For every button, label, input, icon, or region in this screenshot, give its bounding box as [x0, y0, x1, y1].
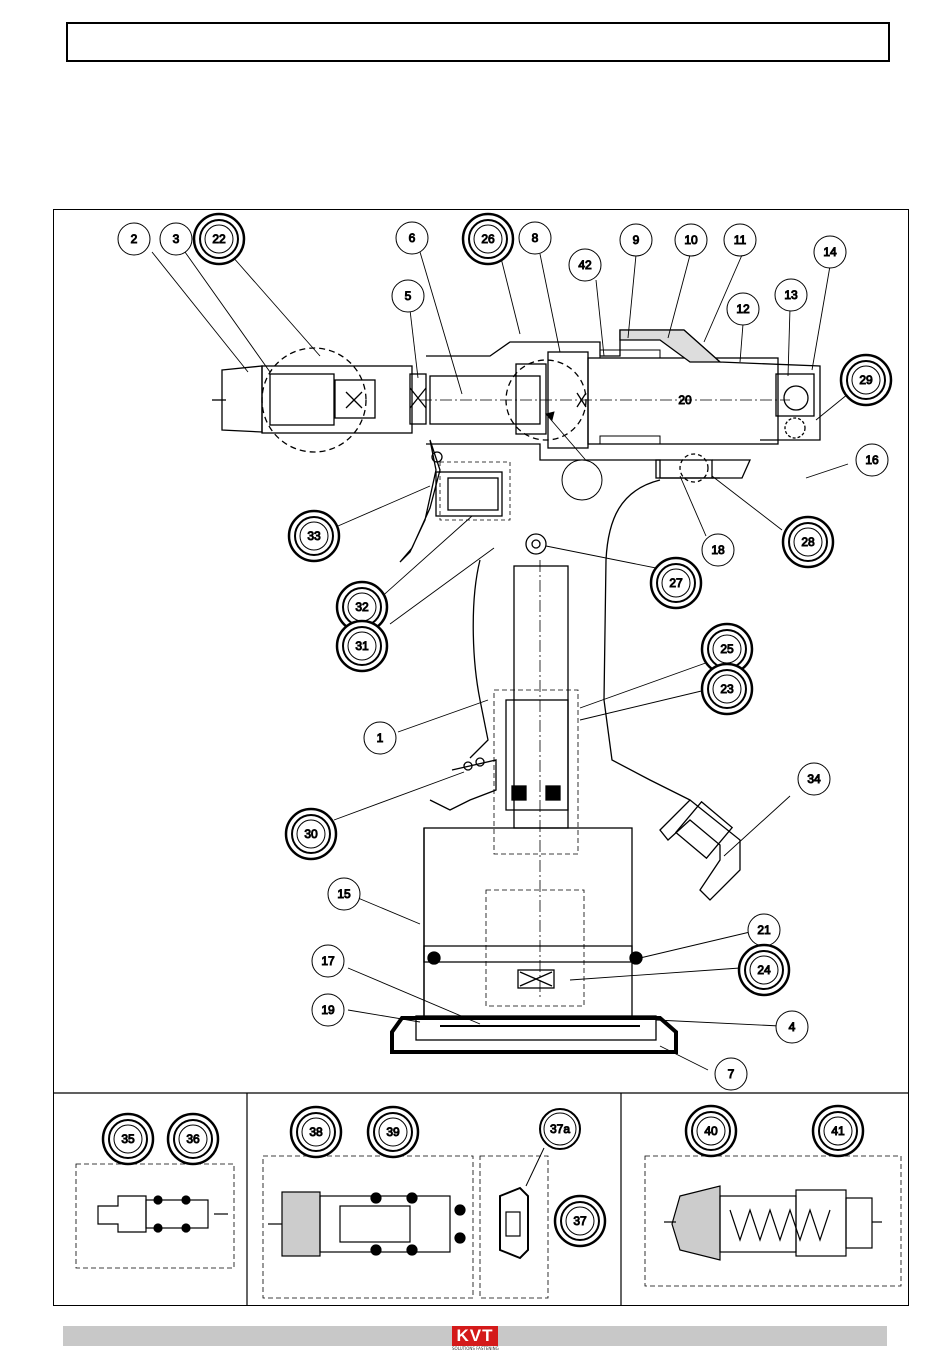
- kit-callout-36: 36: [168, 1114, 218, 1164]
- kit-callout-30: 30: [286, 809, 336, 859]
- svg-text:41: 41: [831, 1124, 845, 1138]
- svg-text:8: 8: [532, 231, 539, 245]
- kit-callout-37a: 37a: [540, 1109, 580, 1149]
- svg-text:2: 2: [131, 232, 138, 246]
- kit-callout-40: 40: [686, 1106, 736, 1156]
- kit-callout-28: 28: [783, 517, 833, 567]
- svg-text:27: 27: [669, 576, 683, 590]
- kit-callout-24: 24: [739, 945, 789, 995]
- callout-6: 6: [396, 222, 428, 254]
- callout-18: 18: [702, 534, 734, 566]
- logo-subtext: SOLUTIONS FASTENING: [452, 1346, 498, 1351]
- logo-text: KVT: [452, 1326, 498, 1346]
- callout-13: 13: [775, 279, 807, 311]
- callout-blank: [562, 460, 602, 500]
- svg-text:34: 34: [807, 772, 821, 786]
- svg-text:33: 33: [307, 529, 321, 543]
- kit-callout-31: 31: [337, 621, 387, 671]
- callout-1: 1: [364, 722, 396, 754]
- kvt-logo: KVT SOLUTIONS FASTENING: [452, 1326, 498, 1360]
- svg-text:15: 15: [337, 887, 351, 901]
- svg-text:39: 39: [386, 1125, 400, 1139]
- svg-text:12: 12: [736, 302, 750, 316]
- kit-callout-37: 37: [555, 1196, 605, 1246]
- svg-text:26: 26: [481, 232, 495, 246]
- callout-11: 11: [724, 224, 756, 256]
- kit-callout-22: 22: [194, 214, 244, 264]
- svg-text:35: 35: [121, 1132, 135, 1146]
- callout-42: 42: [569, 249, 601, 281]
- callout-21: 21: [748, 914, 780, 946]
- svg-text:37: 37: [573, 1214, 587, 1228]
- svg-text:18: 18: [711, 543, 725, 557]
- callout-19: 19: [312, 994, 344, 1026]
- svg-text:21: 21: [757, 923, 771, 937]
- svg-text:38: 38: [309, 1125, 323, 1139]
- callout-4: 4: [776, 1011, 808, 1043]
- svg-text:11: 11: [734, 233, 747, 247]
- svg-text:22: 22: [212, 232, 226, 246]
- panel-left-drawing: [76, 1164, 234, 1268]
- svg-text:32: 32: [355, 600, 369, 614]
- svg-text:23: 23: [720, 682, 734, 696]
- svg-text:6: 6: [409, 231, 416, 245]
- callout-8: 8: [519, 222, 551, 254]
- callout-34: 34: [798, 763, 830, 795]
- svg-text:16: 16: [865, 453, 879, 467]
- callout-20: 20: [667, 382, 703, 418]
- svg-text:14: 14: [823, 245, 837, 259]
- svg-text:7: 7: [728, 1067, 735, 1081]
- kit-callout-38: 38: [291, 1107, 341, 1157]
- svg-text:36: 36: [186, 1132, 200, 1146]
- svg-text:19: 19: [321, 1003, 335, 1017]
- kit-callout-33: 33: [289, 511, 339, 561]
- kit-callout-23: 23: [702, 664, 752, 714]
- panel-middle-drawing: [263, 1156, 548, 1298]
- svg-text:13: 13: [784, 288, 798, 302]
- callout-12: 12: [727, 293, 759, 325]
- svg-text:10: 10: [684, 233, 698, 247]
- callout-15: 15: [328, 878, 360, 910]
- kit-callout-29: 29: [841, 355, 891, 405]
- svg-text:3: 3: [173, 232, 180, 246]
- callout-16: 16: [856, 444, 888, 476]
- kit-callout-39: 39: [368, 1107, 418, 1157]
- callout-2: 2: [118, 223, 150, 255]
- svg-text:29: 29: [859, 373, 873, 387]
- callout-17: 17: [312, 945, 344, 977]
- callout-3: 3: [160, 223, 192, 255]
- svg-text:40: 40: [704, 1124, 718, 1138]
- svg-text:4: 4: [789, 1020, 796, 1034]
- svg-text:1: 1: [377, 731, 384, 745]
- callout-9: 9: [620, 224, 652, 256]
- svg-text:24: 24: [757, 963, 771, 977]
- callout-7: 7: [715, 1058, 747, 1090]
- panel-right-drawing: [645, 1156, 901, 1286]
- svg-text:5: 5: [405, 289, 412, 303]
- svg-text:9: 9: [633, 233, 640, 247]
- svg-text:30: 30: [304, 827, 318, 841]
- callout-5: 5: [392, 280, 424, 312]
- callout-10: 10: [675, 224, 707, 256]
- svg-text:42: 42: [578, 258, 592, 272]
- callout-14: 14: [814, 236, 846, 268]
- kit-callout-26: 26: [463, 214, 513, 264]
- kit-callout-27: 27: [651, 558, 701, 608]
- kit-callout-35: 35: [103, 1114, 153, 1164]
- kit-callouts: 22 26 29 33 28 27 32 31 25 23 30 24 35 3…: [103, 214, 891, 1246]
- svg-text:20: 20: [678, 393, 692, 407]
- svg-text:31: 31: [355, 639, 369, 653]
- svg-text:28: 28: [801, 535, 815, 549]
- kit-callout-41: 41: [813, 1106, 863, 1156]
- svg-text:17: 17: [321, 954, 335, 968]
- svg-text:37a: 37a: [550, 1122, 570, 1136]
- svg-text:25: 25: [720, 642, 734, 656]
